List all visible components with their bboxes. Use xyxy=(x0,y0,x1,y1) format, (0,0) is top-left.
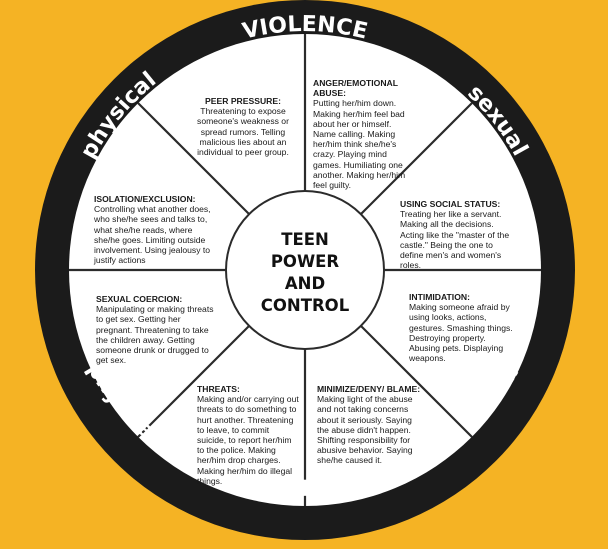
center-line-4: CONTROL xyxy=(261,296,350,315)
segment-sexual-coercion: SEXUAL COERCION: Manipulating or making … xyxy=(96,294,218,365)
center-line-2: POWER xyxy=(271,252,340,271)
segment-title: USING SOCIAL STATUS: xyxy=(400,199,501,209)
segment-title: PEER PRESSURE: xyxy=(205,96,281,106)
segment-intimidation: INTIMIDATION: Making someone afraid by u… xyxy=(409,292,513,363)
segment-title: THREATS: xyxy=(197,384,240,394)
segment-body: Threatening to expose someone's weakness… xyxy=(197,106,289,158)
segment-title: ANGER/EMOTIONAL ABUSE: xyxy=(313,78,398,99)
segment-body: Making and/or carrying out threats to do… xyxy=(197,394,299,486)
center-line-1: TEEN xyxy=(281,230,329,249)
center-hub xyxy=(225,190,385,350)
segment-using-social-status: USING SOCIAL STATUS: Treating her like a… xyxy=(400,199,515,270)
segment-title: SEXUAL COERCION: xyxy=(96,294,183,304)
segment-title: INTIMIDATION: xyxy=(409,292,470,302)
segment-peer-pressure: PEER PRESSURE: Threatening to expose som… xyxy=(190,96,296,157)
segment-body: Putting her/him down. Making her/him fee… xyxy=(313,98,406,191)
segment-body: Manipulating or making threats to get se… xyxy=(96,304,214,366)
segment-body: Treating her like a servant. Making all … xyxy=(400,209,510,271)
segment-minimize-deny-blame: MINIMIZE/DENY/ BLAME: Making light of th… xyxy=(317,384,421,466)
segment-anger-emotional-abuse: ANGER/EMOTIONAL ABUSE: Putting her/him d… xyxy=(313,78,413,190)
segment-body: Controlling what another does, who she/h… xyxy=(94,204,211,266)
segment-title: MINIMIZE/DENY/ BLAME: xyxy=(317,384,421,394)
segment-body: Making someone afraid by using looks, ac… xyxy=(409,302,513,364)
segment-threats: THREATS: Making and/or carrying out thre… xyxy=(197,384,300,486)
segment-title: ISOLATION/EXCLUSION: xyxy=(94,194,196,204)
segment-isolation-exclusion: ISOLATION/EXCLUSION: Controlling what an… xyxy=(94,194,218,265)
center-line-3: AND xyxy=(285,274,325,293)
segment-body: Making light of the abuse and not taking… xyxy=(317,394,413,466)
